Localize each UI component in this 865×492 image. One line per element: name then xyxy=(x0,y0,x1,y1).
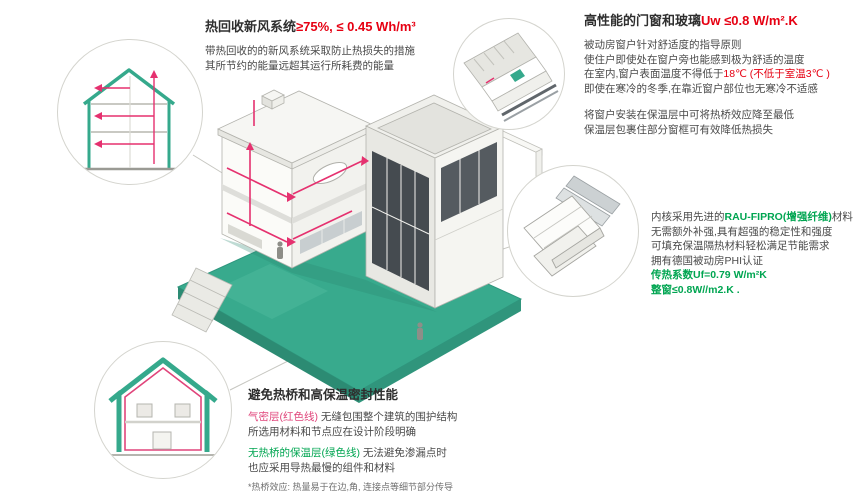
windows-title-value: Uw ≤0.8 W/m².K xyxy=(701,13,798,28)
windows-body-line-2: 使住户即使处在窗户旁也能感到极为舒适的温度 xyxy=(584,53,805,66)
garden-stairs xyxy=(171,267,233,333)
thermal-bridge-text-block: 避免热桥和高保温密封性能 气密层(红色线) 无缝包围整个建筑的围护结构 所选用材… xyxy=(248,384,548,492)
insulation-airtight-house-icon xyxy=(107,357,219,456)
profile-line-1: 内核采用先进的RAU-FIPRO(增强纤维)材料 xyxy=(651,210,865,225)
spacer xyxy=(248,439,548,446)
house-cross-section-icon xyxy=(78,68,180,171)
windows-temp-text: 在室内,窗户表面温度不得低于 xyxy=(584,68,724,80)
thermal-line-1-text: 无缝包围整个建筑的围护结构 xyxy=(318,411,458,423)
profile-line-1-post: 材料 xyxy=(831,211,853,223)
profile-material-name: RAU-FIPRO(增强纤维) xyxy=(724,211,832,223)
heat-recovery-text-block: 热回收新风系统≥75%, ≤ 0.45 Wh/m³ 带热回收的的新风系统采取防止… xyxy=(205,16,515,74)
windows-temp-value: 18℃ (不低于室温3℃ ) xyxy=(723,68,830,80)
windows-text-block: 高性能的门窗和玻璃Uw ≤0.8 W/m².K 被动房窗户针对舒适度的指导原则 … xyxy=(584,10,862,137)
thermal-line-2: 所选用材料和节点应在设计阶段明确 xyxy=(248,425,416,438)
heat-recovery-detail-circle xyxy=(57,39,203,185)
duct-arrow-icons xyxy=(246,142,369,247)
profile-uf-value: 传热系数Uf=0.79 W/m²K xyxy=(651,269,767,281)
heat-recovery-title-value: ≥75%, ≤ 0.45 Wh/m³ xyxy=(296,19,416,34)
thermal-title: 避免热桥和高保温密封性能 xyxy=(248,388,399,402)
profile-uw-value: 整窗≤0.8W//m2.K . xyxy=(651,283,740,296)
thermal-envelope-detail-circle xyxy=(94,341,232,479)
profile-line-1-pre: 内核采用先进的 xyxy=(651,211,725,223)
window-profile-icon xyxy=(523,175,621,277)
spacer xyxy=(584,96,862,108)
profile-line-2: 无需额外补强,具有超强的稳定性和强度 xyxy=(651,225,833,238)
window-installation-icon xyxy=(463,32,559,122)
frame-profile-text-block: 内核采用先进的RAU-FIPRO(增强纤维)材料 无需额外补强,具有超强的稳定性… xyxy=(651,210,865,297)
windows-title: 高性能的门窗和玻璃Uw ≤0.8 W/m².K xyxy=(584,10,862,29)
thermal-footnote: *热桥效应: 热量易于在边,角, 连接点等细节部分传导 xyxy=(248,482,454,492)
profile-line-3: 可填充保温隔热材料轻松满足节能需求 xyxy=(651,240,830,252)
left-wing-cutaway xyxy=(217,89,374,269)
heat-recovery-title: 热回收新风系统≥75%, ≤ 0.45 Wh/m³ xyxy=(205,16,515,35)
windows-body-line-6: 保温层包裹住部分窗框可有效降低热损失 xyxy=(584,123,773,136)
windows-body-line-5: 将窗户安装在保温层中可将热桥效应降至最低 xyxy=(584,109,794,121)
heat-recovery-body-line-2: 其所节约的能量远超其运行所耗费的能量 xyxy=(205,60,394,72)
airtight-layer-label: 气密层(红色线) xyxy=(248,411,318,423)
windows-body-line-4: 即使在寒冷的冬季,在靠近窗户部位也无寒冷不适感 xyxy=(584,82,818,95)
insulation-layer-label: 无热桥的保温层(绿色线) xyxy=(248,447,360,459)
ventilation-ducts xyxy=(226,100,363,243)
heat-recovery-title-label: 热回收新风系统 xyxy=(205,19,297,34)
heat-recovery-body-line-1: 带热回收的的新风系统采取防止热损失的措施 xyxy=(205,45,415,57)
thermal-line-1: 气密层(红色线) 无缝包围整个建筑的围护结构 xyxy=(248,410,548,425)
bathtub xyxy=(312,161,348,185)
frame-profile-detail-circle xyxy=(507,165,639,297)
profile-line-4: 拥有德国被动房PHI认证 xyxy=(651,254,764,267)
airflow-arrow-icons xyxy=(94,70,158,148)
windows-title-label: 高性能的门窗和玻璃 xyxy=(584,13,702,28)
windows-body-line-3: 在室内,窗户表面温度不得低于18℃ (不低于室温3℃ ) xyxy=(584,67,862,82)
people-figures xyxy=(277,241,423,340)
window-install-detail-circle xyxy=(453,18,565,130)
thermal-line-4: 也应采用导热最慢的组件和材料 xyxy=(248,461,395,474)
glazing-mullions-front xyxy=(371,158,430,284)
windows-body-line-1: 被动房窗户针对舒适度的指导原则 xyxy=(584,39,742,51)
thermal-line-3-text: 无法避免渗漏点时 xyxy=(360,447,447,459)
thermal-line-3: 无热桥的保温层(绿色线) 无法避免渗漏点时 xyxy=(248,446,548,461)
right-block xyxy=(365,94,504,309)
glazing-mullions-side xyxy=(459,150,480,213)
